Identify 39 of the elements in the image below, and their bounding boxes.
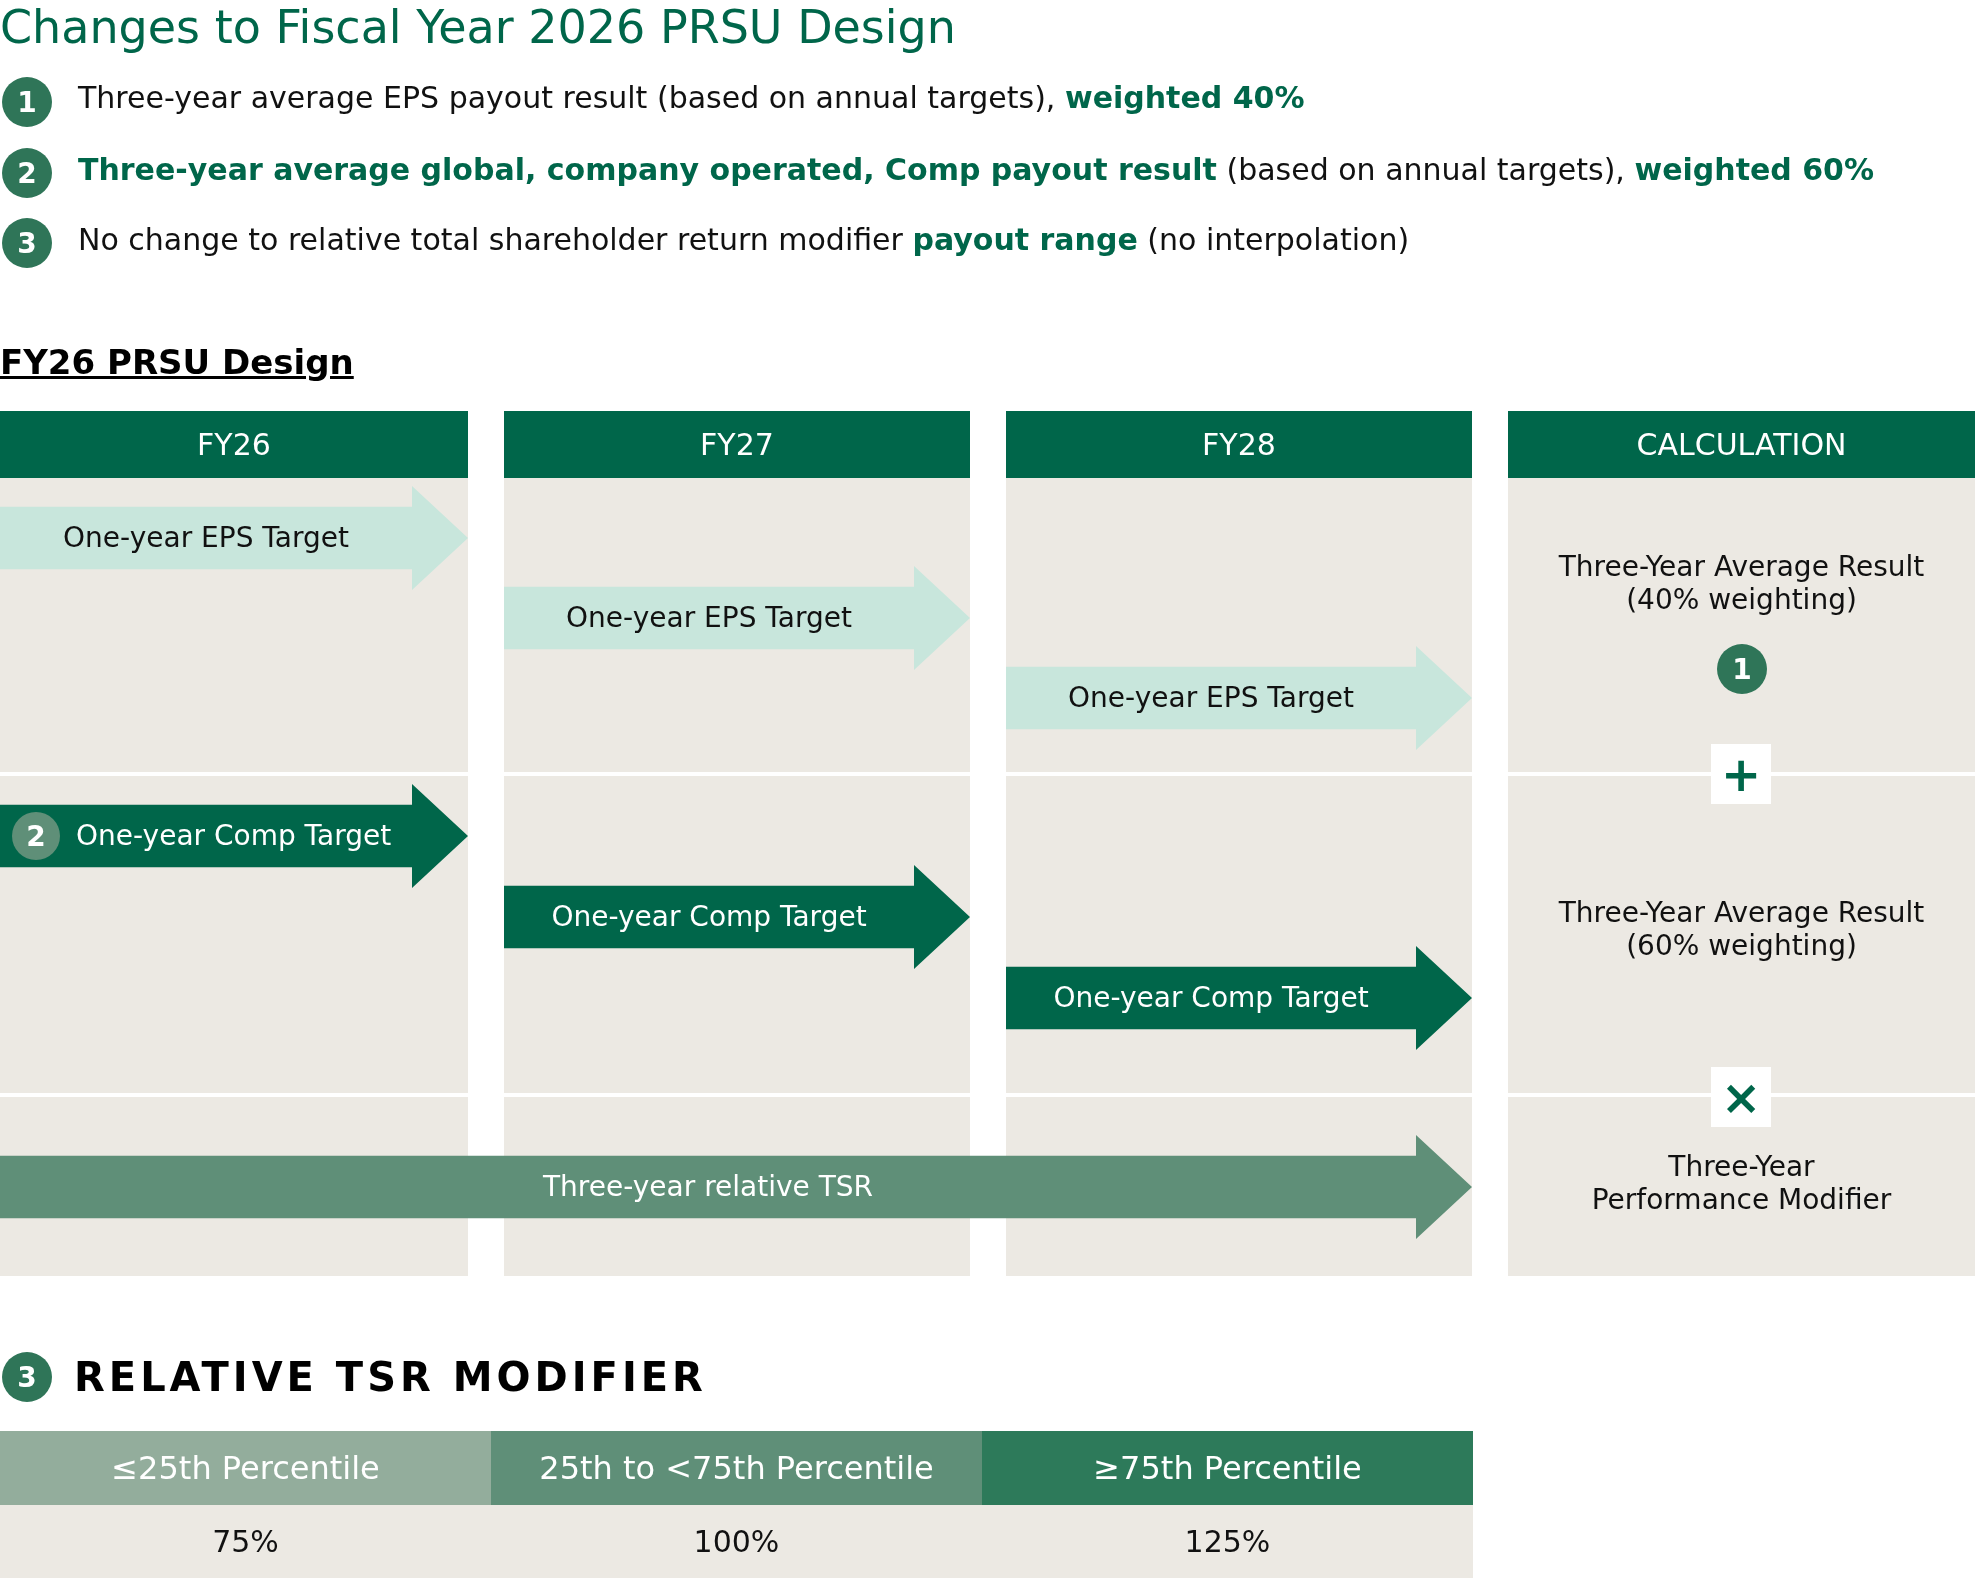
calculation-text: Three-Year Average Result (40% weighting) xyxy=(1528,550,1955,616)
table-header-cell: 25th to <75th Percentile xyxy=(491,1431,982,1505)
operator-sign: × xyxy=(1711,1067,1771,1127)
column-header: FY26 xyxy=(0,411,468,478)
callout-number: 3 xyxy=(2,1352,52,1402)
column-header: FY28 xyxy=(1006,411,1472,478)
text-line: Three-year average EPS payout result (based on annual targets), weighted 40% xyxy=(78,80,1305,115)
banner-label: Three-year relative TSR xyxy=(542,1170,874,1203)
table-cell: 75% xyxy=(0,1505,491,1578)
banner-label: One-year EPS Target xyxy=(565,601,853,634)
operator-sign: + xyxy=(1711,744,1771,804)
table-cell: 100% xyxy=(491,1505,982,1578)
calculation-text: Three-Year Performance Modifier xyxy=(1580,1150,1903,1216)
banner-label: One-year Comp Target xyxy=(550,900,868,933)
target-banner xyxy=(0,784,468,888)
banner-label: One-year Comp Target xyxy=(76,819,392,852)
target-banner xyxy=(1006,646,1472,750)
calculation-text: Three-Year Average Result (60% weighting) xyxy=(1528,896,1955,962)
column-header: FY27 xyxy=(504,411,970,478)
target-banner xyxy=(0,1135,1472,1239)
banner-label: One-year EPS Target xyxy=(62,521,350,554)
text-line: Three-year average global, company operated, Comp payout result (based on annual targets), weighted 60% xyxy=(78,152,1875,187)
page-title: Changes to Fiscal Year 2026 PRSU Design xyxy=(0,0,956,54)
target-banner xyxy=(1006,946,1472,1050)
column-header: CALCULATION xyxy=(1508,411,1975,478)
banner-label: One-year EPS Target xyxy=(1067,681,1355,714)
text-line: No change to relative total shareholder return modifier payout range (no interpolation) xyxy=(78,222,1410,257)
table-header-cell: ≥75th Percentile xyxy=(982,1431,1473,1505)
callout-number: 2 xyxy=(2,148,52,198)
section-heading: RELATIVE TSR MODIFIER xyxy=(74,1353,707,1402)
section-heading: FY26 PRSU Design xyxy=(0,342,354,382)
table-header-cell: ≤25th Percentile xyxy=(0,1431,491,1505)
target-banner xyxy=(504,865,970,969)
banner-label: One-year Comp Target xyxy=(1052,981,1370,1014)
target-banner xyxy=(504,566,970,670)
table-cell: 125% xyxy=(982,1505,1473,1578)
callout-number: 3 xyxy=(2,218,52,268)
callout-number: 1 xyxy=(2,77,52,127)
target-banner xyxy=(0,486,468,590)
